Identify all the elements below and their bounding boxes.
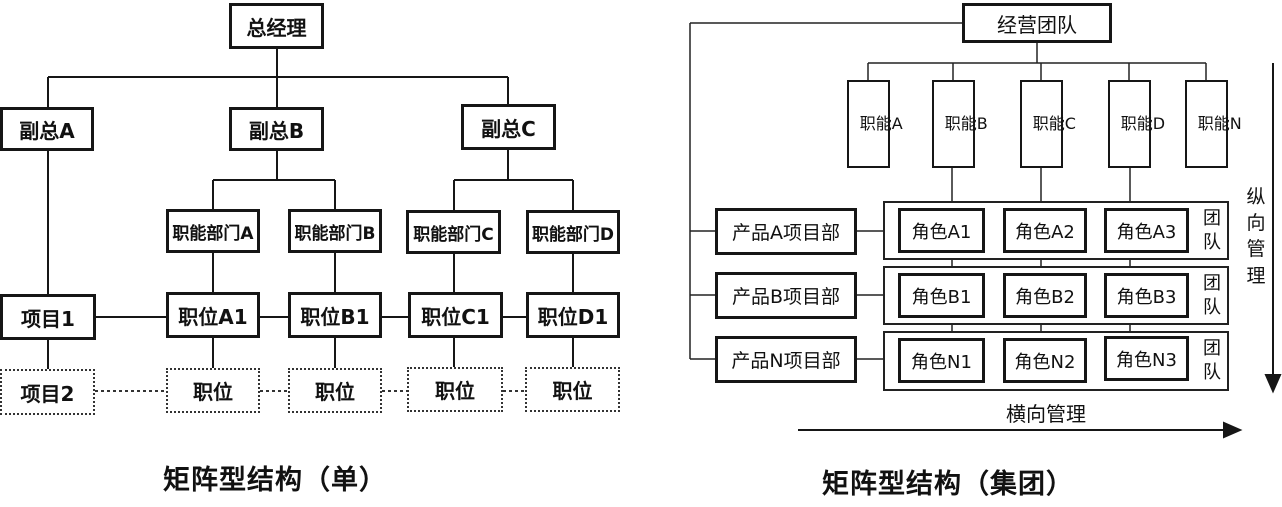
node-function-d-label: 职能D — [1120, 113, 1166, 133]
node-function-n: 职能N — [1185, 80, 1242, 168]
node-vp-a: 副总A — [0, 107, 94, 151]
node-role-a1: 角色A1 — [898, 208, 985, 253]
node-function-a-label: 职能A — [859, 113, 903, 133]
horizontal-axis-label: 横向管理 — [1006, 402, 1086, 426]
vertical-axis-text: 纵向管理 — [1246, 186, 1266, 287]
node-position-dotted-c: 职位 — [407, 367, 503, 412]
node-function-n-label: 职能N — [1197, 113, 1242, 133]
node-function-dept-b: 职能部门B — [288, 209, 382, 253]
node-role-b2: 角色B2 — [1003, 273, 1087, 318]
left-chart-caption: 矩阵型结构（单） — [163, 465, 387, 496]
node-position-dotted-a: 职位 — [166, 368, 260, 413]
node-role-b1: 角色B1 — [898, 273, 985, 318]
node-function-a: 职能A — [847, 80, 903, 168]
node-position-c1: 职位C1 — [408, 292, 503, 338]
node-project-2: 项目2 — [0, 369, 95, 415]
node-project-1: 项目1 — [0, 294, 96, 340]
node-function-dept-a: 职能部门A — [166, 209, 260, 253]
node-role-n3: 角色N3 — [1104, 336, 1189, 381]
node-function-c-label: 职能C — [1032, 113, 1076, 133]
node-vp-c: 副总C — [461, 104, 556, 150]
node-role-b3: 角色B3 — [1104, 273, 1189, 318]
vertical-axis-label: 纵向管理 — [1246, 184, 1266, 289]
node-product-n-dept: 产品N项目部 — [715, 336, 857, 383]
node-position-b1: 职位B1 — [288, 292, 382, 338]
node-function-dept-c: 职能部门C — [406, 210, 501, 254]
node-position-d1: 职位D1 — [526, 292, 620, 338]
node-function-dept-d: 职能部门D — [526, 210, 620, 254]
node-function-c: 职能C — [1020, 80, 1076, 168]
node-role-a3: 角色A3 — [1104, 208, 1189, 253]
team-label-n: 团队 — [1197, 333, 1227, 388]
node-position-dotted-b: 职位 — [288, 368, 382, 413]
node-role-n2: 角色N2 — [1003, 338, 1087, 383]
node-function-b-label: 职能B — [944, 113, 988, 133]
node-role-n1: 角色N1 — [898, 338, 985, 383]
node-function-d: 职能D — [1108, 80, 1166, 168]
node-position-dotted-d: 职位 — [525, 367, 620, 412]
node-vp-b: 副总B — [229, 107, 324, 151]
team-label-b: 团队 — [1197, 268, 1227, 323]
team-label-a: 团队 — [1197, 203, 1227, 258]
team-label-n-text: 团队 — [1202, 338, 1221, 383]
team-label-a-text: 团队 — [1202, 208, 1221, 253]
node-role-a2: 角色A2 — [1003, 208, 1087, 253]
node-product-b-dept: 产品B项目部 — [715, 272, 857, 319]
node-management-team: 经营团队 — [962, 3, 1112, 43]
node-general-manager: 总经理 — [229, 3, 324, 49]
node-function-b: 职能B — [932, 80, 988, 168]
team-label-b-text: 团队 — [1202, 273, 1221, 318]
node-position-a1: 职位A1 — [166, 292, 260, 338]
right-chart-caption: 矩阵型结构（集团） — [822, 469, 1074, 500]
node-product-a-dept: 产品A项目部 — [715, 208, 857, 255]
